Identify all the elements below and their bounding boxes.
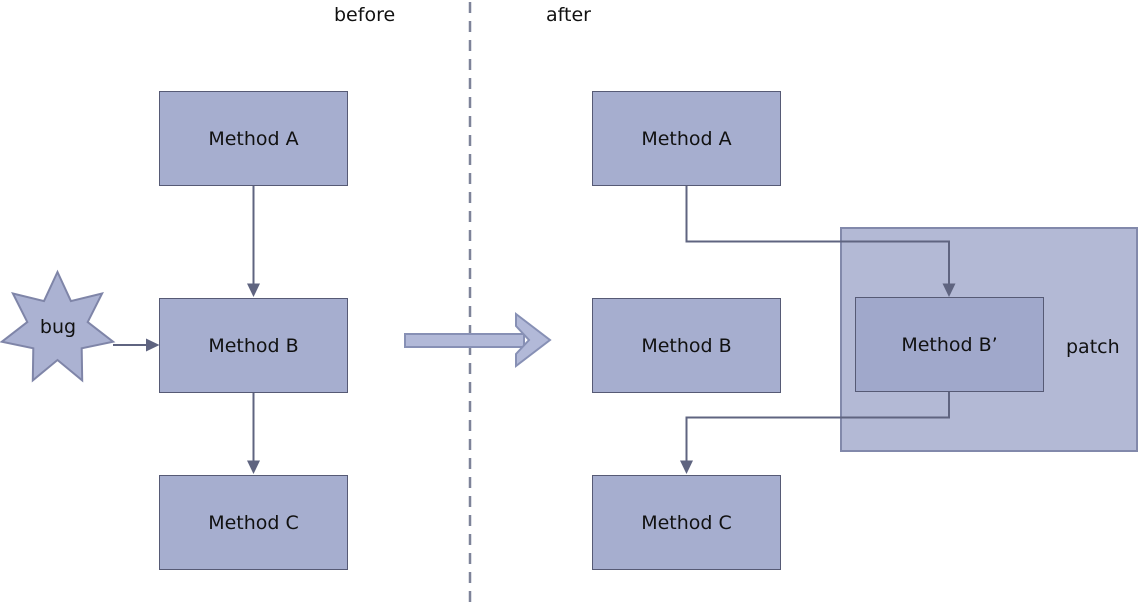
arrowhead-before-a-to-b-icon [247,283,260,297]
transition-arrow-shaft [404,333,525,348]
method-a-label-before: Method A [208,127,299,150]
method-b-label-before: Method B [208,334,299,357]
method-a-box-before: Method A [159,91,348,186]
method-a-box-after: Method A [592,91,781,186]
arrowhead-bug-to-b-icon [146,338,160,352]
method-b-box-after: Method B [592,298,781,393]
method-a-label-after: Method A [641,127,732,150]
arrowhead-after-b-prime-to-c-icon [680,460,693,474]
after-column-label: after [546,4,591,26]
method-b-prime-label: Method B’ [901,333,998,356]
method-c-box-before: Method C [159,475,348,570]
method-c-label-after: Method C [641,511,732,534]
method-c-box-after: Method C [592,475,781,570]
method-c-label-before: Method C [208,511,299,534]
method-b-label-after: Method B [641,334,732,357]
bug-label: bug [39,316,77,338]
method-b-prime-box: Method B’ [855,297,1044,392]
before-column-label: before [334,4,396,26]
patch-region-label: patch [1066,336,1120,358]
arrowhead-before-b-to-c-icon [247,460,260,474]
transition-arrow-head-icon [515,311,552,369]
method-b-box-before: Method B [159,298,348,393]
